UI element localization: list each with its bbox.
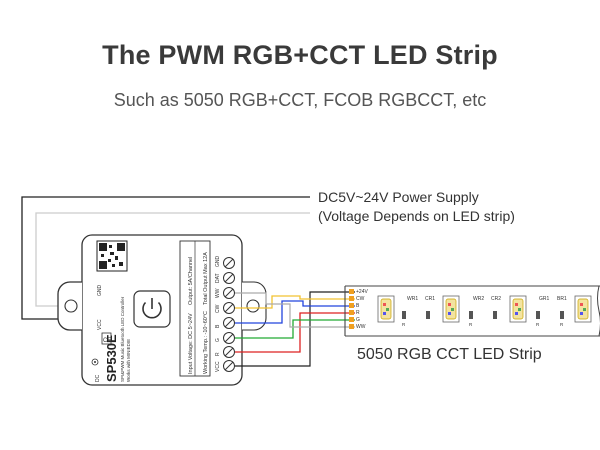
- spec-total-output: Total Output Max 12A: [203, 252, 209, 305]
- strip-pin-ww: WW: [356, 324, 366, 330]
- dc-jack-label: DC: [95, 374, 101, 382]
- strip-resistors: [402, 311, 564, 319]
- dc-jack-icon: [91, 358, 99, 366]
- terminal-label-cw: CW: [215, 304, 221, 313]
- strip-resistor-label: R: [536, 322, 540, 327]
- terminal-label-ww: WW: [215, 288, 221, 298]
- terminal-label-dat: DAT: [215, 273, 221, 283]
- strip-pin-cw: CW: [356, 296, 365, 302]
- spec-working-temp: Working Temp.: -10~60°C: [203, 311, 209, 374]
- spec-box: [179, 240, 211, 377]
- controller-model-label: SP530E: [104, 334, 119, 382]
- power-supply-label: DC5V~24V Power Supply: [318, 189, 479, 205]
- svg-text:CE: CE: [103, 338, 111, 344]
- wire-b: [235, 300, 355, 324]
- certification-marks-icon: CE: [101, 332, 112, 345]
- power-wire-negative: [35, 212, 310, 307]
- terminal-screws: [223, 257, 235, 372]
- power-supply-voltage-note: (Voltage Depends on LED strip): [318, 208, 515, 224]
- strip-pin-b: B: [356, 303, 360, 309]
- terminal-label-r: R: [215, 352, 221, 356]
- terminal-label-vcc: VCC: [215, 361, 221, 372]
- led-chips: [377, 295, 592, 323]
- page-title: The PWM RGB+CCT LED Strip: [102, 40, 498, 70]
- strip-pin-r: R: [356, 310, 360, 316]
- terminal-label-b: B: [215, 324, 221, 328]
- page-subtitle: Such as 5050 RGB+CCT, FCOB RGBCCT, etc: [113, 90, 487, 110]
- spec-input-voltage: Input Voltage: DC 5~24V: [188, 313, 194, 374]
- power-wire-positive: [21, 196, 310, 320]
- strip-resistor-label: R: [560, 322, 564, 327]
- wire-r: [235, 312, 355, 353]
- controller-vcc-pin-label: VCC: [97, 319, 103, 330]
- wire-cw: [235, 295, 355, 309]
- controller-description: SPI&PWM Music Bluetooth LED Controller: [120, 296, 125, 382]
- spec-output-per-channel: Output: 5A/Channel: [188, 257, 194, 305]
- power-button-icon: [133, 290, 171, 328]
- controller-gnd-pin-label: GND: [97, 285, 103, 297]
- strip-cut-label-cr1: CR1: [425, 296, 435, 302]
- led-strip-label: 5050 RGB CCT LED Strip: [357, 346, 542, 363]
- strip-cut-label-br1: BR1: [557, 296, 567, 302]
- strip-cut-label-gr1: GR1: [539, 296, 550, 302]
- terminal-label-g: G: [215, 338, 221, 342]
- strip-pin-24v: +24V: [356, 289, 368, 295]
- strip-pin-g: G: [356, 317, 360, 323]
- power-supply-note: DC5V~24V Power Supply (Voltage Depends o…: [318, 188, 515, 226]
- qr-code: [96, 240, 128, 272]
- strip-cut-label-wr2: WR2: [473, 296, 484, 302]
- terminal-label-gnd: GND: [215, 256, 221, 268]
- strip-cut-label-cr2: CR2: [491, 296, 501, 302]
- wire-g: [235, 319, 355, 339]
- led-strip: [344, 285, 600, 337]
- strip-resistor-label: R: [469, 322, 473, 327]
- strip-cut-label-wr1: WR1: [407, 296, 418, 302]
- wire-ww: [235, 292, 355, 328]
- wire-vcc: [235, 291, 355, 367]
- controller-works-with: Works with MINIEDIE: [126, 339, 131, 382]
- strip-resistor-label: R: [402, 322, 406, 327]
